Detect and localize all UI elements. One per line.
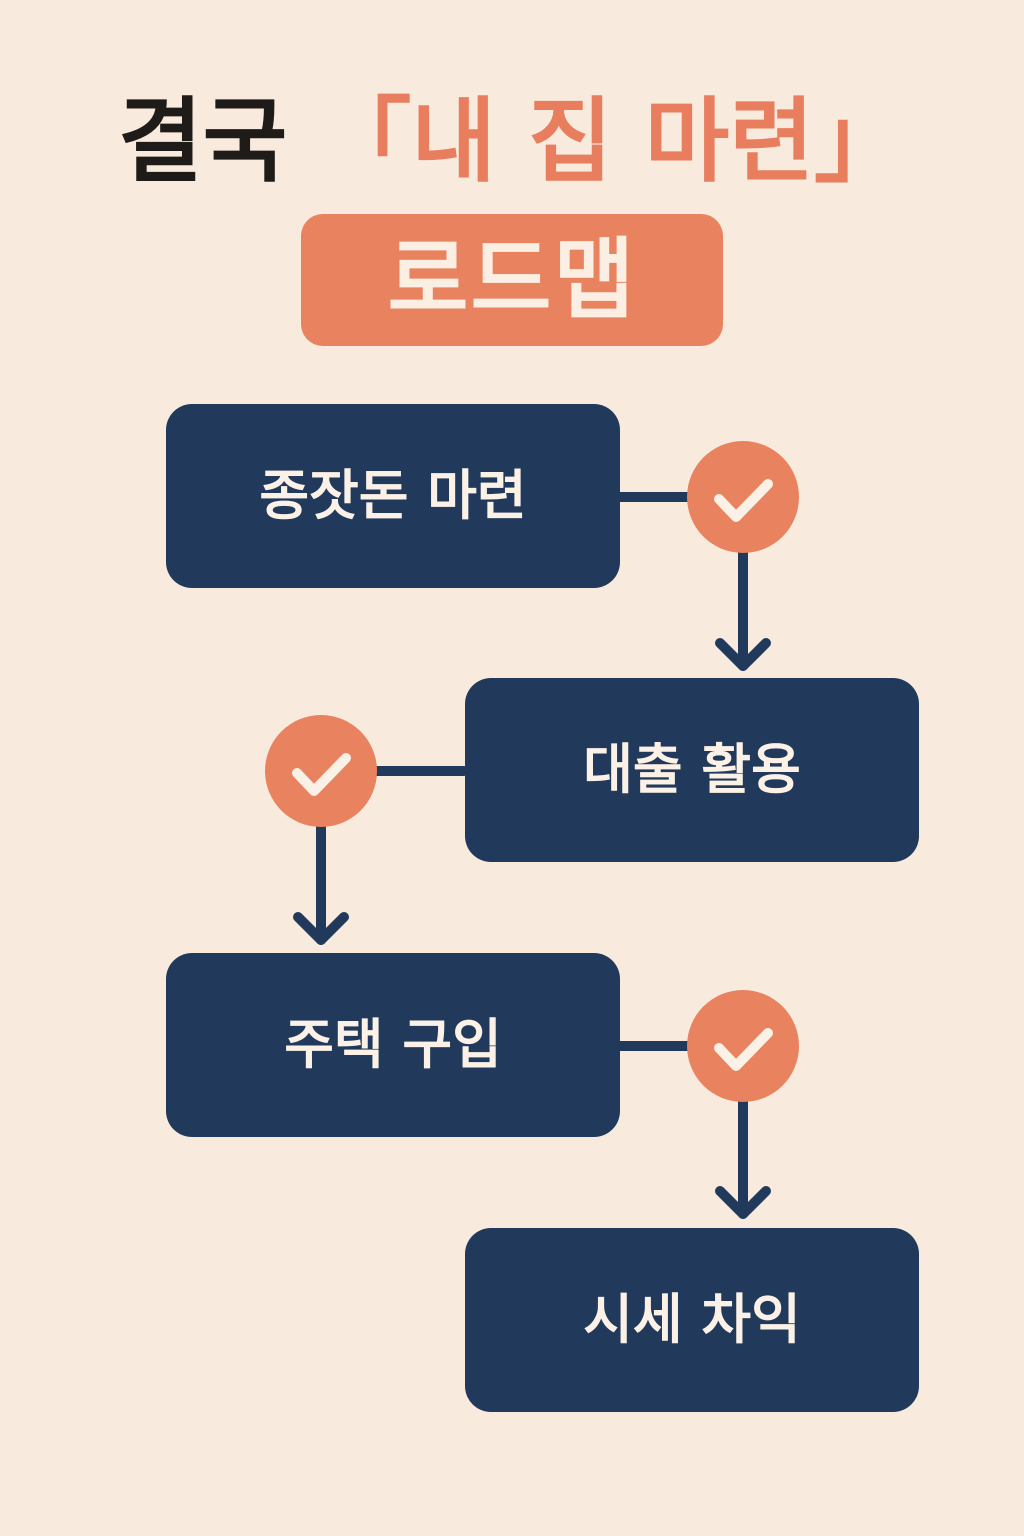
step-label-3: 주택 구입 <box>284 1013 502 1076</box>
step-label-2: 대출 활용 <box>583 738 801 801</box>
step-box-2: 대출 활용 <box>465 678 919 862</box>
step-box-3: 주택 구입 <box>166 953 620 1137</box>
title-prefix: 결국 <box>118 88 288 195</box>
step-label-4: 시세 차익 <box>583 1288 801 1351</box>
arrow-down-icon <box>715 1186 771 1219</box>
checkpoint-circle <box>687 990 799 1102</box>
step-label-1: 종잣돈 마련 <box>259 464 527 527</box>
step-box-1: 종잣돈 마련 <box>166 404 620 588</box>
checkpoint-circle <box>687 441 799 553</box>
checkpoint-circle <box>265 715 377 827</box>
subtitle-text: 로드맵 <box>387 228 637 331</box>
step-box-4: 시세 차익 <box>465 1228 919 1412</box>
page-title: 결국 「내 집 마련」 <box>0 82 1024 202</box>
check-icon <box>714 479 773 522</box>
arrow-down-icon <box>293 912 349 945</box>
check-icon <box>714 1028 773 1071</box>
checkpoint-2 <box>265 715 377 827</box>
checkpoint-1 <box>687 441 799 553</box>
subtitle-badge: 로드맵 <box>301 214 723 346</box>
arrow-down-icon <box>715 638 771 671</box>
check-icon <box>292 753 351 796</box>
title-highlight: 「내 집 마련」 <box>319 88 906 195</box>
checkpoint-3 <box>687 990 799 1102</box>
